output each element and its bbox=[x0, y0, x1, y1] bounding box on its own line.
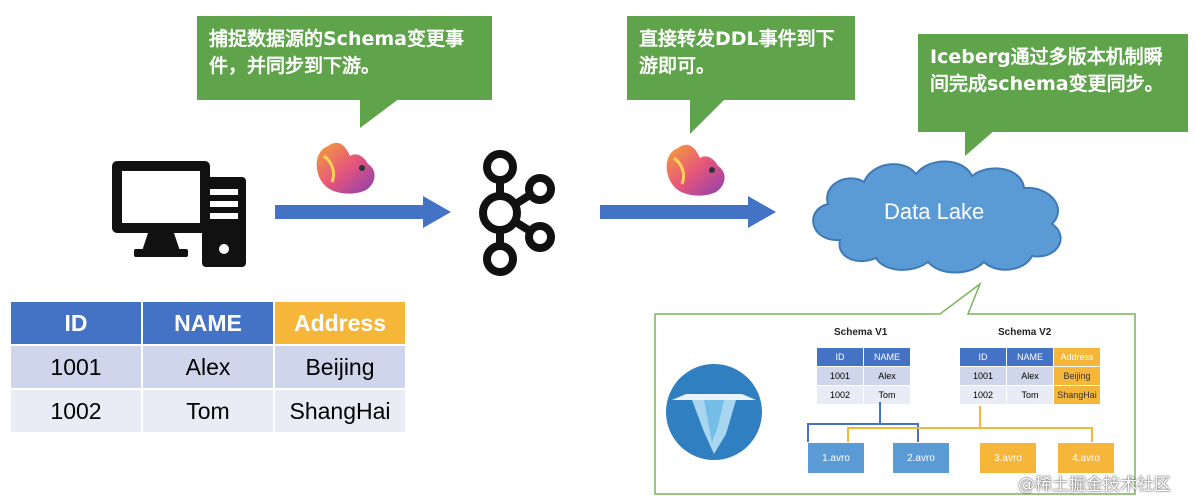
cell-id: 1001 bbox=[959, 366, 1007, 386]
callout-forward-ddl-text: 直接转发DDL事件到下游即可。 bbox=[639, 28, 835, 77]
cell-name: Tom bbox=[1006, 385, 1054, 405]
cell-address: Beijing bbox=[273, 344, 407, 390]
column-header-address: Address bbox=[1053, 347, 1101, 367]
cell-id: 1002 bbox=[9, 388, 143, 434]
cell-id: 1002 bbox=[816, 385, 864, 405]
column-header-name: NAME bbox=[141, 300, 275, 346]
kafka-icon bbox=[479, 150, 555, 276]
arrow-kafka-to-lake bbox=[600, 196, 776, 228]
schema-v1-title: Schema V1 bbox=[834, 327, 888, 338]
computer-icon bbox=[112, 161, 246, 267]
table-header-row: ID NAME Address bbox=[959, 347, 1101, 367]
column-header-name: NAME bbox=[863, 347, 911, 367]
callout-iceberg-versioning: Iceberg通过多版本机制瞬间完成schema变更同步。 bbox=[918, 34, 1188, 132]
callout-capture-schema-text: 捕捉数据源的Schema变更事件，并同步到下游。 bbox=[209, 28, 464, 77]
cell-name: Alex bbox=[863, 366, 911, 386]
flink-squirrel-icon bbox=[666, 144, 725, 196]
schema-v2-table: ID NAME Address 1001 Alex Beijing 1002 T… bbox=[959, 347, 1101, 405]
table-header-row: ID NAME bbox=[816, 347, 911, 367]
cell-id: 1001 bbox=[816, 366, 864, 386]
avro-file: 2.avro bbox=[893, 443, 949, 473]
column-header-id: ID bbox=[959, 347, 1007, 367]
cell-name: Alex bbox=[1006, 366, 1054, 386]
table-row: 1002 Tom ShangHai bbox=[9, 388, 407, 434]
data-lake-label: Data Lake bbox=[884, 199, 985, 224]
arrow-source-to-kafka bbox=[275, 196, 451, 228]
table-header-row: ID NAME Address bbox=[9, 300, 407, 346]
callout-capture-schema: 捕捉数据源的Schema变更事件，并同步到下游。 bbox=[197, 16, 492, 100]
cell-name: Alex bbox=[141, 344, 275, 390]
table-row: 1001 Alex Beijing bbox=[9, 344, 407, 390]
cell-name: Tom bbox=[863, 385, 911, 405]
table-row: 1001 Alex Beijing bbox=[959, 366, 1101, 386]
cell-id: 1001 bbox=[9, 344, 143, 390]
schema-bracket-lines bbox=[807, 402, 1093, 442]
table-row: 1002 Tom ShangHai bbox=[959, 385, 1101, 405]
flink-squirrel-icon bbox=[316, 142, 375, 194]
cell-address: Beijing bbox=[1053, 366, 1101, 386]
cell-address: ShangHai bbox=[273, 388, 407, 434]
data-lake-cloud bbox=[812, 160, 1062, 274]
callout-forward-ddl: 直接转发DDL事件到下游即可。 bbox=[627, 16, 855, 100]
avro-file: 1.avro bbox=[808, 443, 864, 473]
column-header-id: ID bbox=[816, 347, 864, 367]
column-header-address: Address bbox=[273, 300, 407, 346]
cell-id: 1002 bbox=[959, 385, 1007, 405]
avro-file: 4.avro bbox=[1058, 443, 1114, 473]
schema-v2-title: Schema V2 bbox=[998, 327, 1052, 338]
callout-forward-ddl-tail bbox=[690, 98, 726, 134]
watermark: @稀土掘金技术社区 bbox=[1018, 475, 1171, 495]
cell-address: ShangHai bbox=[1053, 385, 1101, 405]
column-header-name: NAME bbox=[1006, 347, 1054, 367]
callout-capture-schema-tail bbox=[360, 98, 400, 128]
table-row: 1002 Tom bbox=[816, 385, 911, 405]
schema-v1-table: ID NAME 1001 Alex 1002 Tom bbox=[816, 347, 911, 405]
iceberg-logo-icon bbox=[666, 364, 762, 460]
callout-iceberg-versioning-text: Iceberg通过多版本机制瞬间完成schema变更同步。 bbox=[930, 46, 1164, 95]
table-row: 1001 Alex bbox=[816, 366, 911, 386]
source-table: ID NAME Address 1001 Alex Beijing 1002 T… bbox=[9, 300, 407, 434]
avro-file: 3.avro bbox=[980, 443, 1036, 473]
column-header-id: ID bbox=[9, 300, 143, 346]
callout-iceberg-versioning-tail bbox=[965, 130, 995, 156]
cell-name: Tom bbox=[141, 388, 275, 434]
